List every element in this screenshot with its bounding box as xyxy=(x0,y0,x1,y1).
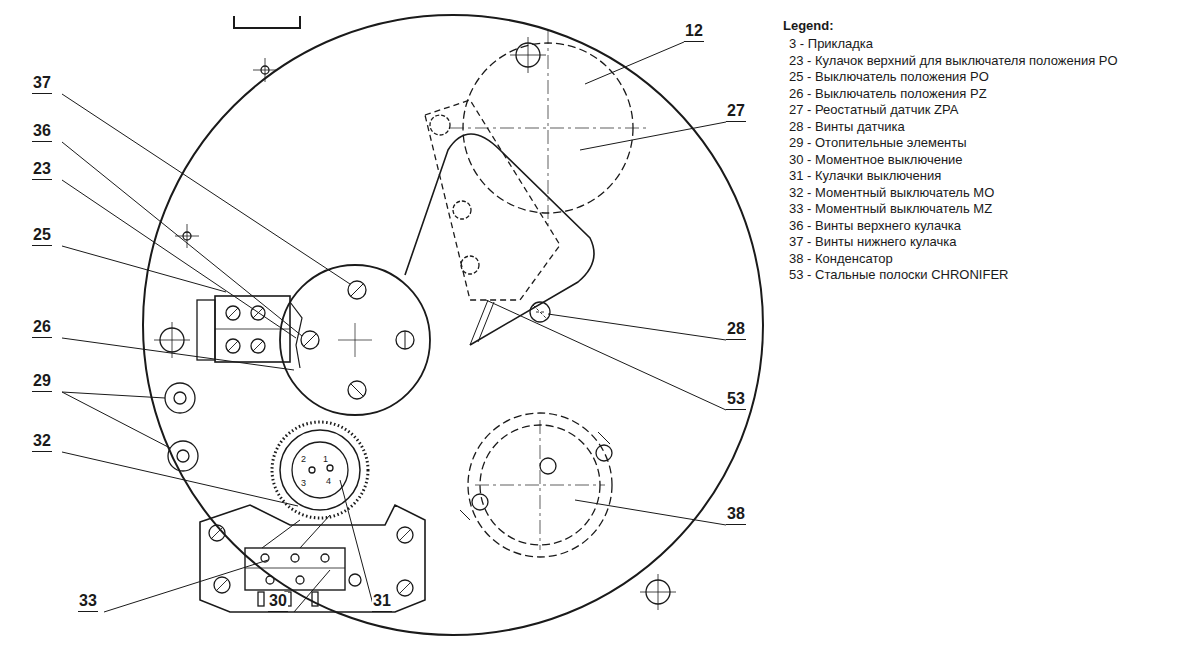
dial-digit: 1 xyxy=(323,454,328,464)
callout-number: 30 xyxy=(268,592,288,612)
callout-number: 27 xyxy=(726,102,746,122)
legend-entry: 37 - Винты нижнего кулачка xyxy=(783,234,1178,251)
legend-entry: 23 - Кулачок верхний для выключателя пол… xyxy=(783,53,1178,70)
legend-entry: 38 - Конденсатор xyxy=(783,251,1178,268)
callout-number: 29 xyxy=(32,372,52,392)
legend-entry: 33 - Моментный выключатель MZ xyxy=(783,201,1178,218)
dial-digit: 4 xyxy=(326,476,331,486)
legend-entry: 29 - Отопительные элементы xyxy=(783,135,1178,152)
legend-entry: 25 - Выключатель положения PO xyxy=(783,69,1178,86)
dial-digit: 2 xyxy=(301,454,306,464)
callout-number: 53 xyxy=(726,390,746,410)
callout-number: 28 xyxy=(726,320,746,340)
legend-entry: 26 - Выключатель положения PZ xyxy=(783,86,1178,103)
callout-number: 38 xyxy=(726,505,746,525)
legend-list: 3 - Прикладка23 - Кулачок верхний для вы… xyxy=(783,36,1178,284)
legend-entry: 30 - Моментное выключение xyxy=(783,152,1178,169)
legend-entry: 31 - Кулачки выключения xyxy=(783,168,1178,185)
legend-entry: 32 - Моментный выключатель MO xyxy=(783,185,1178,202)
dial-digit: 3 xyxy=(301,478,306,488)
legend-heading: Legend: xyxy=(783,18,834,34)
callout-number: 25 xyxy=(32,226,52,246)
callout-number: 33 xyxy=(78,592,98,612)
legend-entry: 3 - Прикладка xyxy=(783,36,1178,53)
legend-entry: 36 - Винты верхнего кулачка xyxy=(783,218,1178,235)
callout-number: 36 xyxy=(32,122,52,142)
callout-number: 23 xyxy=(32,160,52,180)
callout-number: 12 xyxy=(684,22,704,42)
callout-number: 31 xyxy=(372,592,392,612)
callout-number: 32 xyxy=(32,432,52,452)
callout-number: 26 xyxy=(32,318,52,338)
legend-entry: 28 - Винты датчика xyxy=(783,119,1178,136)
legend-entry: 27 - Реостатный датчик ZPA xyxy=(783,102,1178,119)
legend-entry: 53 - Стальные полоски CHRONIFER xyxy=(783,267,1178,284)
callout-number: 37 xyxy=(32,74,52,94)
